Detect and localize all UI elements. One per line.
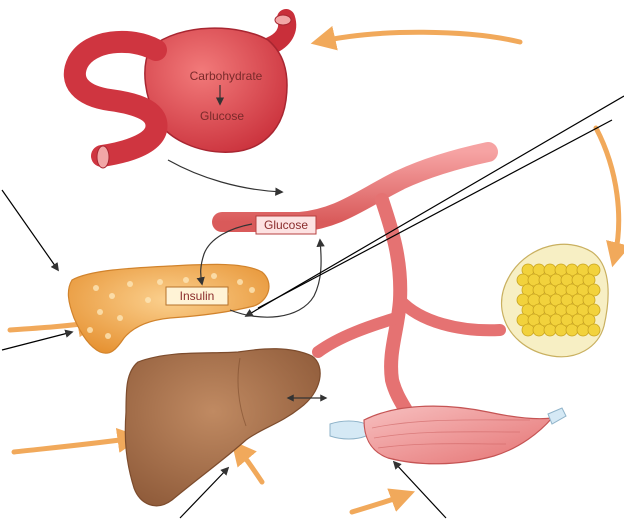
flow-arrow-to-stomach xyxy=(318,32,520,42)
pancreas-speckle xyxy=(183,277,189,283)
pancreas-speckle xyxy=(97,309,103,315)
pancreas-speckle xyxy=(127,281,133,287)
muscle-body xyxy=(364,406,552,464)
pancreas-speckle xyxy=(117,315,123,321)
muscle-tendon-right xyxy=(548,408,566,424)
flow-arrow-to-liver-bottom xyxy=(236,446,262,482)
duodenum xyxy=(75,42,157,156)
flow-arrow-right-side xyxy=(596,128,619,260)
pancreas-speckle xyxy=(211,273,217,279)
fat-tissue xyxy=(501,244,608,356)
fat-cells xyxy=(517,264,600,336)
muscle-tendon-left xyxy=(330,421,366,439)
vessel-branch-to-liver xyxy=(318,318,396,352)
pancreas-speckle xyxy=(145,297,151,303)
pancreas-speckle xyxy=(157,279,163,285)
pancreas-speckle xyxy=(93,285,99,291)
liver xyxy=(125,349,320,506)
pointer-line-pancreas-top xyxy=(2,190,58,270)
fat-cell xyxy=(588,324,600,336)
vessel-glucose-label: Glucose xyxy=(264,218,308,232)
stomach: Carbohydrate Glucose xyxy=(75,15,291,168)
esophagus-end xyxy=(275,15,291,25)
liver-body xyxy=(125,349,320,506)
insulin-label: Insulin xyxy=(180,289,215,303)
pointer-line-pancreas-left xyxy=(2,332,72,350)
flow-arrow-to-liver-left xyxy=(14,438,135,452)
stomach-glucose-label: Glucose xyxy=(200,109,244,123)
pancreas-speckle xyxy=(249,287,255,293)
pancreas-speckle xyxy=(109,293,115,299)
pancreas-speckle xyxy=(87,327,93,333)
flow-arrow-to-muscle xyxy=(352,494,408,512)
pancreas-speckle xyxy=(105,333,111,339)
pancreas-speckle xyxy=(237,279,243,285)
duodenum-end xyxy=(97,146,109,168)
carbohydrate-label: Carbohydrate xyxy=(190,69,263,83)
vessel-main xyxy=(222,152,488,222)
pancreas: Insulin xyxy=(68,264,269,353)
stomach-to-vessel-arrow xyxy=(168,160,282,192)
pointer-line-to-muscle xyxy=(394,462,446,518)
muscle xyxy=(330,406,566,464)
vessel-branch-to-fat xyxy=(400,300,500,330)
pancreas-body xyxy=(68,264,269,353)
